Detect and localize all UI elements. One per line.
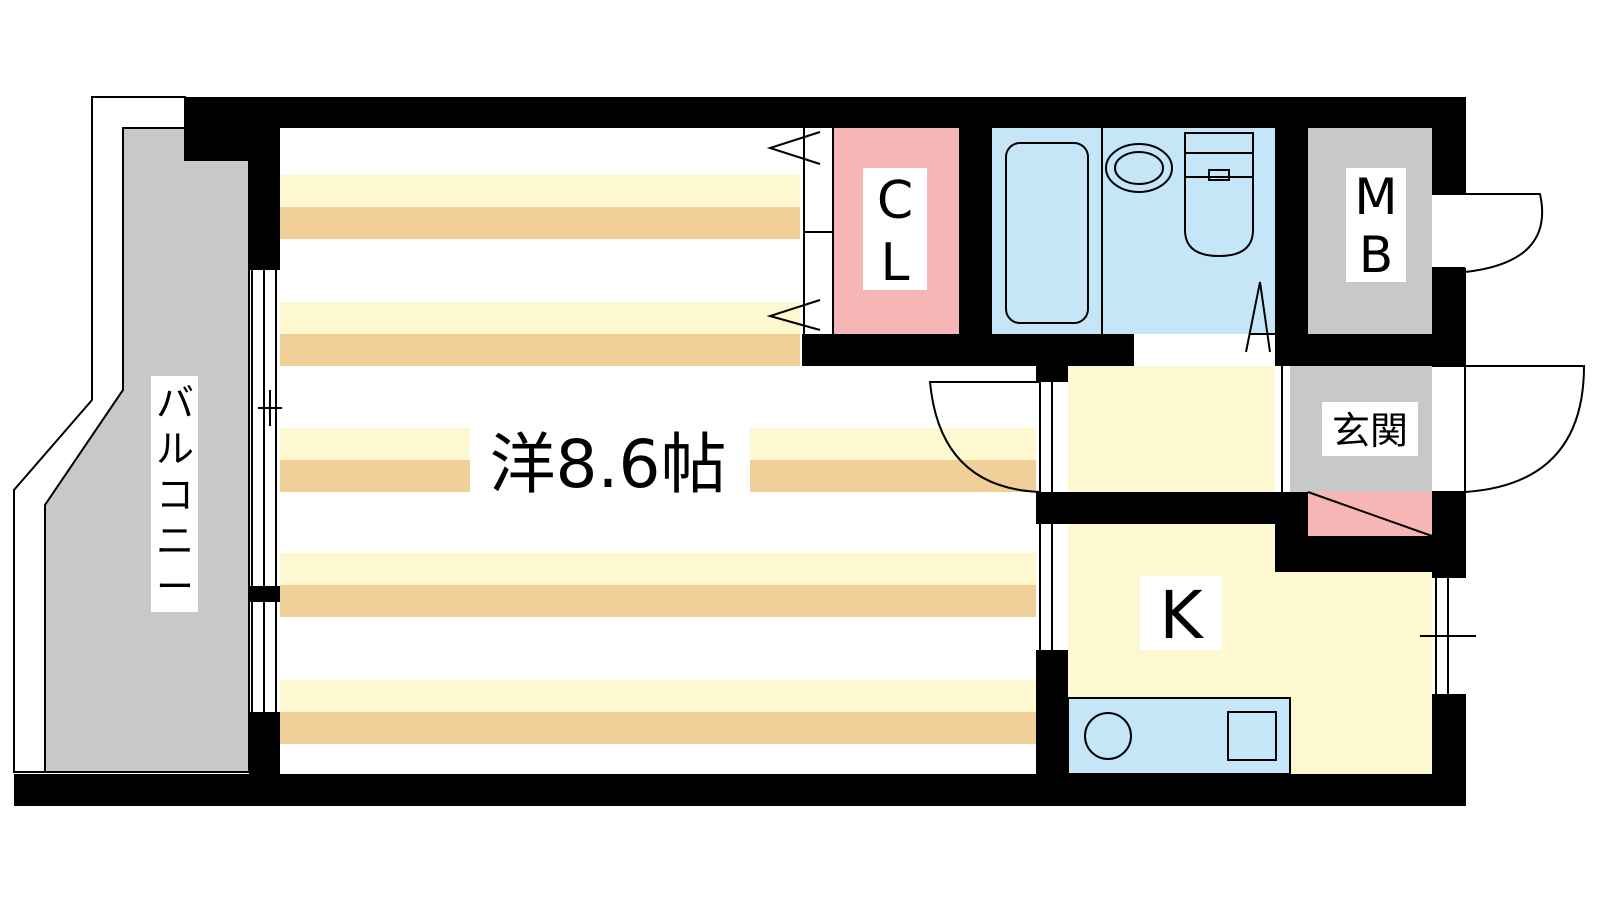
stripe-4-dark <box>280 585 1036 617</box>
wall-room-kitchen <box>1036 650 1068 774</box>
western-room-label-box <box>470 420 750 500</box>
stripe-1-light <box>280 175 800 207</box>
stripe-2-light <box>280 302 800 334</box>
balcony-sliding-window <box>251 270 282 712</box>
wall-right-top <box>1432 97 1466 194</box>
wall-kitchen-notch-horizontal <box>1275 536 1466 572</box>
kitchen-window <box>1420 578 1476 694</box>
walls <box>14 97 1466 806</box>
closet-label-line2: L <box>881 233 910 293</box>
bath-unit-floor <box>992 128 1275 334</box>
balcony-label-char-3: コ <box>156 473 194 517</box>
closet-doors <box>766 128 834 334</box>
stripe-1-dark <box>280 207 800 239</box>
meter-box-label-line1: M <box>1354 168 1397 226</box>
washbasin-bowl-icon <box>1114 151 1164 185</box>
wall-bottom <box>14 774 1466 806</box>
wall-left-lower <box>249 712 280 774</box>
balcony-label-char-4: ニ <box>156 519 194 563</box>
closet-door-swing-bottom <box>766 299 821 331</box>
toilet-icon <box>1184 132 1254 258</box>
closet-label-box <box>863 168 927 290</box>
meter-box-label-line2: B <box>1359 226 1393 284</box>
hall-floor <box>1068 366 1275 492</box>
wall-right-bottom <box>1432 694 1466 774</box>
washbasin-icon <box>1105 143 1173 193</box>
wall-bath-mb <box>1275 128 1308 366</box>
balcony-label-char-5: ー <box>156 565 194 609</box>
wall-left-upper <box>249 128 280 270</box>
balcony-label-box <box>151 376 198 612</box>
kitchen-label-box <box>1140 576 1222 650</box>
kitchen-counter <box>1067 697 1291 775</box>
wall-room-hall-top <box>1036 366 1068 382</box>
closet-label-line1: C <box>877 171 913 231</box>
shoe-box-diagonal <box>1307 491 1433 537</box>
entrance-label: 玄関 <box>1332 409 1408 453</box>
balcony-label-char-1: バ <box>156 381 194 425</box>
meter-box-door <box>1432 193 1544 273</box>
bath-door <box>1245 281 1275 353</box>
kitchen-door-frame <box>1039 524 1053 650</box>
entrance-door <box>1432 365 1586 493</box>
entrance-label-box <box>1322 402 1418 456</box>
wall-corner-top-left <box>185 128 249 160</box>
stripe-4-light <box>280 553 1036 585</box>
wall-left-mid <box>249 586 280 602</box>
stripe-2-dark <box>280 334 800 366</box>
hall-door <box>928 381 1053 493</box>
wall-closet-bath <box>959 128 992 366</box>
wall-top <box>185 97 1466 128</box>
bathtub-icon <box>1005 142 1089 324</box>
wall-under-mb <box>1275 334 1466 366</box>
stripe-5-light <box>280 680 1036 712</box>
kitchen-label: K <box>1159 577 1204 654</box>
wall-under-closet <box>802 334 1134 366</box>
closet-door-swing-top <box>766 131 821 165</box>
western-room-floor-stripes <box>280 175 1036 744</box>
sink-icon <box>1227 711 1277 761</box>
balcony-label-char-2: ル <box>156 427 194 471</box>
stripe-5-dark <box>280 712 1036 744</box>
western-room-label: 洋8.6帖 <box>490 426 727 503</box>
meter-box-label-box <box>1346 168 1406 282</box>
wall-hall-kitchen <box>1036 492 1290 524</box>
stove-icon <box>1084 712 1132 760</box>
